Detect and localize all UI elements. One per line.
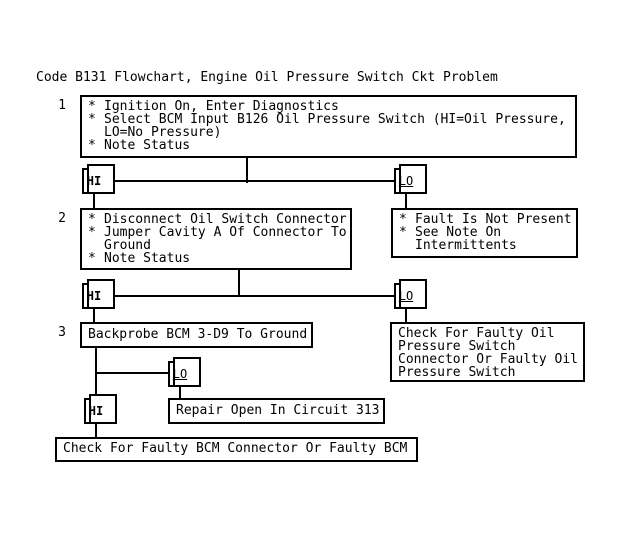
connector-hi-3: HI — [84, 394, 117, 424]
faulty-bcm-text: Check For Faulty BCM Connector Or Faulty… — [63, 441, 408, 456]
step-number-1: 1 — [58, 98, 66, 113]
connector-hi-1: HI — [82, 164, 115, 194]
faulty-oil-switch-text: Check For Faulty Oil Pressure Switch Con… — [398, 326, 579, 380]
step2-bullet-1-text: Disconnect Oil Switch Connector — [104, 212, 347, 227]
fault-not-present-bullet-2-text: See Note On Intermittents — [415, 225, 517, 253]
step-number-3: 3 — [58, 325, 66, 340]
step1-bullet-3: * Note Status — [88, 139, 573, 152]
connector-line-hilo-row1 — [104, 180, 396, 182]
bullet-marker: * — [88, 112, 96, 127]
step1-box: * Ignition On, Enter Diagnostics * Select … — [80, 95, 577, 158]
connector-lo-2: LO — [394, 279, 427, 309]
step1-bullet-3-text: Note Status — [104, 138, 191, 153]
fault-not-present-bullet-1: * Fault Is Not Present — [399, 213, 574, 226]
bullet-marker: * — [88, 138, 96, 153]
step1-bullet-2-text: Select BCM Input B126 Oil Pressure Switc… — [104, 112, 566, 140]
step2-bullet-3: * Note Status — [88, 252, 348, 265]
fault-not-present-bullet-1-text: Fault Is Not Present — [415, 212, 572, 227]
step2-bullet-1: * Disconnect Oil Switch Connector — [88, 213, 348, 226]
connector-lo-2-label: LO — [398, 288, 414, 303]
fault-not-present-bullet-2: * See Note On Intermittents — [399, 226, 574, 252]
connector-lo-1: LO — [394, 164, 427, 194]
outcome-faulty-oil-switch-box: Check For Faulty Oil Pressure Switch Con… — [390, 322, 585, 382]
bullet-marker: * — [399, 212, 407, 227]
bullet-marker: * — [88, 225, 96, 240]
bullet-marker: * — [88, 99, 96, 114]
connector-hi-2-label: HI — [86, 288, 102, 303]
connector-line-hilo-row2 — [104, 295, 396, 297]
connector-line-hi2-down — [93, 307, 95, 324]
connector-line-lo1-down — [405, 192, 407, 210]
repair-open-text: Repair Open In Circuit 313 — [176, 403, 380, 418]
connector-lo-1-label: LO — [398, 173, 414, 188]
connector-line-step1-down — [246, 156, 248, 183]
step-number-2: 2 — [58, 211, 66, 226]
outcome-fault-not-present-box: * Fault Is Not Present * See Note On Inter… — [391, 208, 578, 258]
connector-line-lo2-down — [405, 307, 407, 324]
step2-box: * Disconnect Oil Switch Connector * Jumper… — [80, 208, 352, 270]
step1-bullet-1: * Ignition On, Enter Diagnostics — [88, 100, 573, 113]
step2-bullet-3-text: Note Status — [104, 251, 191, 266]
step3-box: Backprobe BCM 3-D9 To Ground — [80, 322, 313, 348]
connector-lo-3-label: LO — [172, 366, 188, 381]
connector-line-step2-down — [238, 268, 240, 297]
bullet-marker: * — [88, 212, 96, 227]
step1-bullet-2: * Select BCM Input B126 Oil Pressure Swit… — [88, 113, 573, 139]
bullet-marker: * — [88, 251, 96, 266]
flowchart-title: Code B131 Flowchart, Engine Oil Pressure… — [36, 70, 498, 85]
step1-bullet-1-text: Ignition On, Enter Diagnostics — [104, 99, 339, 114]
bullet-marker: * — [399, 225, 407, 240]
connector-line-lo3-down — [179, 385, 181, 400]
connector-hi-2: HI — [82, 279, 115, 309]
connector-hi-1-label: HI — [86, 173, 102, 188]
connector-hi-3-label: HI — [88, 403, 104, 418]
outcome-faulty-bcm-box: Check For Faulty BCM Connector Or Faulty… — [55, 437, 418, 462]
step2-bullet-2-text: Jumper Cavity A Of Connector To Ground — [104, 225, 347, 253]
connector-line-hi3-down — [95, 422, 97, 439]
connector-line-hi1-down — [93, 192, 95, 210]
connector-line-lo3-branch — [95, 372, 170, 374]
step2-bullet-2: * Jumper Cavity A Of Connector To Ground — [88, 226, 348, 252]
connector-lo-3: LO — [168, 357, 201, 387]
step3-text: Backprobe BCM 3-D9 To Ground — [88, 327, 308, 342]
outcome-repair-open-box: Repair Open In Circuit 313 — [168, 398, 385, 424]
